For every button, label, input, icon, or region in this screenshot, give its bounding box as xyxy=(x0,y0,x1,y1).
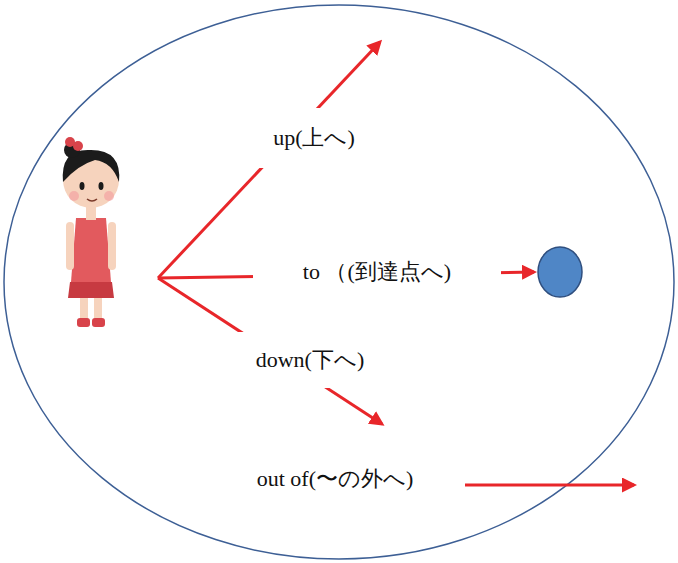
direction-arrows xyxy=(158,42,634,485)
outer-ellipse xyxy=(4,5,674,559)
label-box: down(下へ) xyxy=(208,332,412,388)
direction-label: down(下へ) xyxy=(256,345,365,375)
label-box: to （(到達点へ) xyxy=(253,243,501,300)
target-circle xyxy=(538,247,582,297)
direction-label: to （(到達点へ) xyxy=(303,257,451,287)
direction-label: out of(〜の外へ) xyxy=(257,464,414,494)
label-box: up(上へ) xyxy=(248,108,380,168)
label-box: out of(〜の外へ) xyxy=(205,445,465,513)
girl-figure xyxy=(63,137,120,327)
direction-label: up(上へ) xyxy=(273,123,355,153)
